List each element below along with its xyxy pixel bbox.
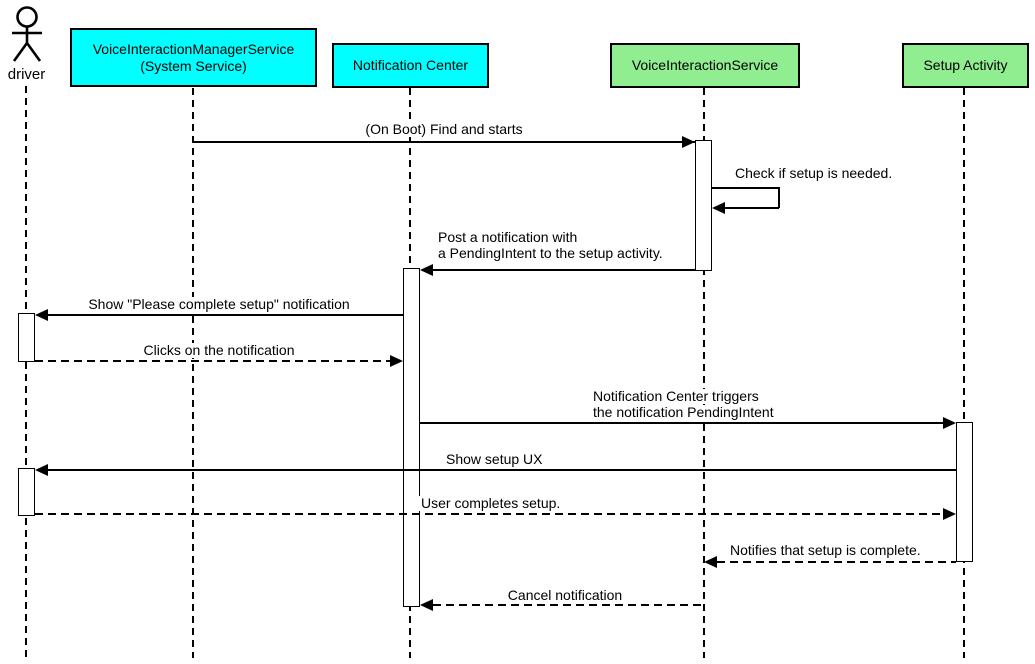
arrowhead-trigger-pending-intent — [943, 417, 956, 429]
message-label-trigger-pending-intent-line1: Notification Center triggers — [590, 389, 762, 404]
message-label-post-notification-line1: Post a notification with — [435, 230, 581, 245]
message-line-trigger-pending-intent — [420, 422, 943, 424]
activation-driver-2 — [18, 468, 35, 516]
arrowhead-setup-complete — [704, 556, 717, 568]
message-line-post-notification — [433, 269, 695, 271]
message-label-setup-complete: Notifies that setup is complete. — [727, 543, 924, 558]
message-label-check-setup: Check if setup is needed. — [732, 166, 896, 181]
lifeline-voiceinteractionmanagerservice — [192, 88, 194, 658]
message-line-setup-complete — [717, 561, 956, 563]
message-label-show-setup-ux: Show setup UX — [443, 452, 546, 467]
participant-label-line1: VoiceInteractionManagerService — [92, 40, 295, 57]
arrowhead-post-notification — [420, 264, 433, 276]
arrowhead-check-setup — [712, 202, 725, 214]
message-line-clicks-notification — [35, 360, 390, 362]
participant-setup-activity: Setup Activity — [902, 43, 1029, 88]
message-line-show-notification — [48, 314, 403, 316]
lifeline-driver — [25, 86, 27, 658]
activation-setup-activity — [956, 422, 973, 562]
participant-label: Notification Center — [352, 57, 469, 73]
message-line-user-completes-setup — [35, 513, 943, 515]
message-label-user-completes-setup: User completes setup. — [418, 496, 564, 511]
message-line-check-setup-bottom — [725, 207, 779, 209]
message-line-check-setup-side — [778, 187, 780, 208]
message-label-cancel-notification: Cancel notification — [504, 588, 626, 603]
message-label-show-notification: Show "Please complete setup" notificatio… — [85, 297, 353, 312]
activation-notification-center — [403, 268, 420, 607]
message-label-clicks-notification: Clicks on the notification — [140, 343, 298, 358]
message-label-on-boot: (On Boot) Find and starts — [362, 122, 526, 137]
message-label-post-notification-line2: a PendingIntent to the setup activity. — [435, 246, 666, 261]
activation-driver-1 — [18, 313, 35, 362]
participant-label: Setup Activity — [923, 57, 1008, 73]
participant-notification-center: Notification Center — [332, 43, 489, 88]
arrowhead-show-notification — [35, 309, 48, 321]
arrowhead-cancel-notification — [420, 599, 433, 611]
message-line-check-setup-top — [712, 187, 779, 189]
activation-voiceinteractionservice — [695, 140, 712, 271]
actor-label: driver — [7, 66, 46, 83]
participant-voiceinteractionservice: VoiceInteractionService — [610, 43, 800, 88]
lifeline-voiceinteractionservice — [703, 88, 705, 658]
message-line-show-setup-ux — [48, 469, 956, 471]
arrowhead-clicks-notification — [390, 355, 403, 367]
arrowhead-on-boot — [682, 136, 695, 148]
message-label-trigger-pending-intent-line2: the notification PendingIntent — [590, 405, 777, 420]
participant-label: VoiceInteractionService — [631, 57, 779, 73]
message-line-cancel-notification — [433, 604, 704, 606]
arrowhead-show-setup-ux — [35, 464, 48, 476]
actor-driver-icon — [12, 6, 42, 62]
participant-label-line2: (System Service) — [140, 57, 247, 74]
lifeline-setup-activity — [963, 88, 965, 658]
arrowhead-user-completes-setup — [943, 508, 956, 520]
message-line-on-boot — [193, 141, 695, 143]
participant-voiceinteractionmanagerservice: VoiceInteractionManagerService (System S… — [70, 28, 317, 87]
